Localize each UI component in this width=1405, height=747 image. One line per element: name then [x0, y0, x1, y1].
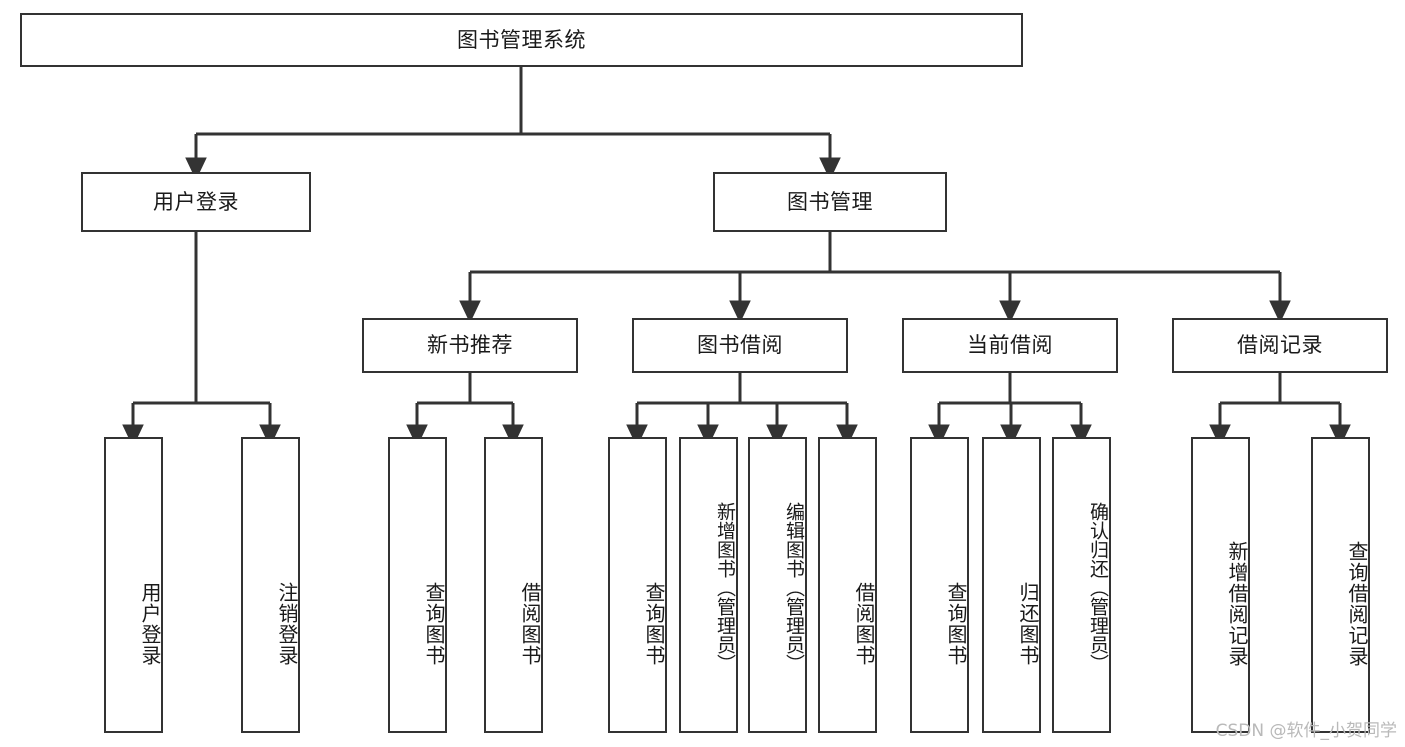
leaf-return-book[interactable]: 归还图书 [982, 437, 1041, 733]
node-book-borrow[interactable]: 图书借阅 [632, 318, 848, 373]
leaf-user-logout[interactable]: 注销登录 [241, 437, 300, 733]
leaf-query-book-2-label: 查询图书 [642, 582, 666, 666]
leaf-edit-book-label: 编辑图书（管理员） [783, 501, 805, 673]
leaf-query-book-2[interactable]: 查询图书 [608, 437, 667, 733]
leaf-borrow-book-1-label: 借阅图书 [518, 582, 542, 666]
leaf-user-logout-label: 注销登录 [275, 582, 299, 666]
leaf-query-book-3[interactable]: 查询图书 [910, 437, 969, 733]
leaf-query-book-1[interactable]: 查询图书 [388, 437, 447, 733]
csdn-watermark: CSDN @软件_小贺同学 [1215, 721, 1397, 741]
node-borrow-record[interactable]: 借阅记录 [1172, 318, 1388, 373]
leaf-confirm-return-label: 确认归还（管理员） [1087, 501, 1109, 673]
node-new-book-recommend-label: 新书推荐 [427, 333, 513, 358]
node-book-manage[interactable]: 图书管理 [713, 172, 947, 232]
node-current-borrow[interactable]: 当前借阅 [902, 318, 1118, 373]
node-borrow-record-label: 借阅记录 [1237, 333, 1323, 358]
leaf-edit-book[interactable]: 编辑图书（管理员） [748, 437, 807, 733]
leaf-add-book[interactable]: 新增图书（管理员） [679, 437, 738, 733]
leaf-query-record[interactable]: 查询借阅记录 [1311, 437, 1370, 733]
leaf-borrow-book-2[interactable]: 借阅图书 [818, 437, 877, 733]
leaf-confirm-return[interactable]: 确认归还（管理员） [1052, 437, 1111, 733]
leaf-query-book-3-label: 查询图书 [944, 582, 968, 666]
node-current-borrow-label: 当前借阅 [967, 333, 1053, 358]
node-root-system[interactable]: 图书管理系统 [20, 13, 1023, 67]
leaf-borrow-book-1[interactable]: 借阅图书 [484, 437, 543, 733]
leaf-add-book-label: 新增图书（管理员） [714, 501, 736, 673]
leaf-return-book-label: 归还图书 [1016, 582, 1040, 666]
node-user-login[interactable]: 用户登录 [81, 172, 311, 232]
leaf-borrow-book-2-label: 借阅图书 [852, 582, 876, 666]
node-book-borrow-label: 图书借阅 [697, 333, 783, 358]
leaf-user-login-label: 用户登录 [138, 582, 162, 666]
node-new-book-recommend[interactable]: 新书推荐 [362, 318, 578, 373]
leaf-add-record-label: 新增借阅记录 [1225, 541, 1249, 667]
node-user-login-label: 用户登录 [153, 189, 239, 214]
node-root-system-label: 图书管理系统 [457, 27, 586, 52]
leaf-query-book-1-label: 查询图书 [422, 582, 446, 666]
leaf-query-record-label: 查询借阅记录 [1345, 541, 1369, 667]
node-book-manage-label: 图书管理 [787, 189, 873, 214]
leaf-add-record[interactable]: 新增借阅记录 [1191, 437, 1250, 733]
leaf-user-login[interactable]: 用户登录 [104, 437, 163, 733]
